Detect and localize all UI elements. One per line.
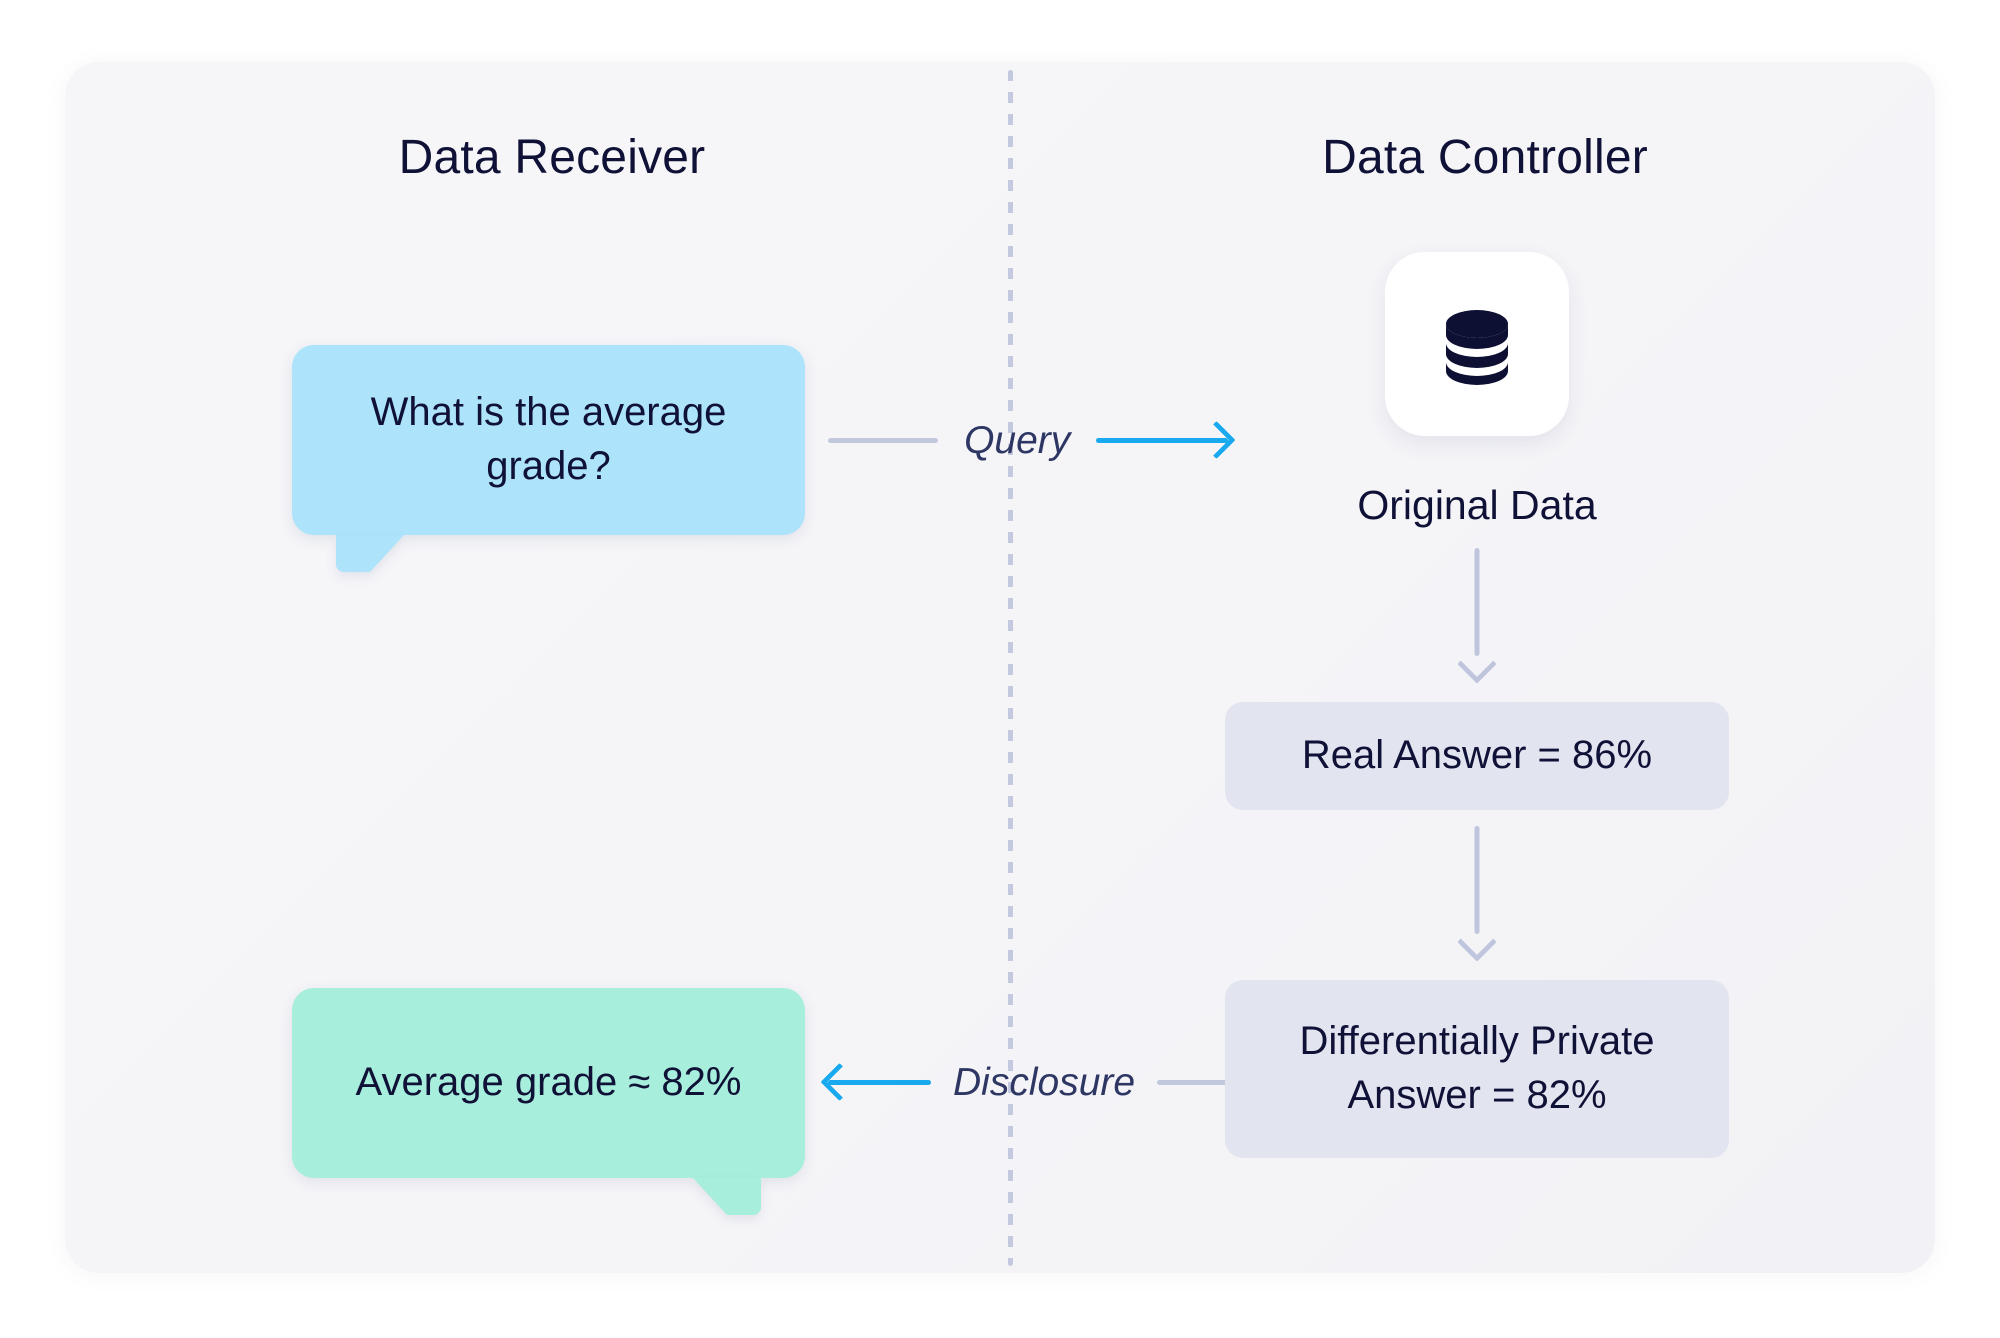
- speech-bubble-tail-icon: [693, 1178, 761, 1215]
- connector-disclosure-label: Disclosure: [953, 1060, 1136, 1104]
- real-answer-box: Real Answer = 86%: [1225, 702, 1729, 810]
- differentially-private-answer-box: Differentially Private Answer = 82%: [1225, 980, 1729, 1158]
- connector-query-label: Query: [964, 418, 1071, 462]
- arrow-head-icon: [1457, 922, 1497, 962]
- label-original-data: Original Data: [1357, 482, 1597, 528]
- connector-stub-line: [1157, 1079, 1228, 1085]
- speech-bubble-answer-text: Average grade ≈ 82%: [355, 1060, 742, 1105]
- arrow-right-icon: [1096, 420, 1236, 460]
- connector-disclosure: Disclosure: [820, 1042, 1228, 1122]
- speech-bubble-query: What is the average grade?: [292, 345, 805, 572]
- column-heading-data-controller: Data Controller: [1322, 131, 1648, 184]
- differentially-private-answer-text: Differentially Private Answer = 82%: [1299, 1019, 1655, 1117]
- speech-bubble-query-text: What is the average grade?: [370, 390, 727, 488]
- speech-bubble-tail-icon: [336, 535, 404, 572]
- arrow-down-icon: [1447, 826, 1507, 962]
- speech-bubble-answer: Average grade ≈ 82%: [292, 988, 805, 1215]
- column-divider: [1008, 70, 1013, 1266]
- arrow-left-icon: [820, 1062, 932, 1102]
- database-icon: [1446, 310, 1508, 385]
- arrow-shaft: [1474, 548, 1480, 656]
- arrow-down-icon: [1447, 548, 1507, 684]
- arrow-head-icon: [1457, 644, 1497, 684]
- arrow-shaft: [1474, 826, 1480, 934]
- database-icon-card: [1385, 252, 1569, 436]
- connector-stub-line: [828, 437, 939, 443]
- real-answer-text: Real Answer = 86%: [1301, 733, 1653, 778]
- column-heading-data-receiver: Data Receiver: [398, 131, 706, 184]
- connector-query: Query: [828, 400, 1236, 480]
